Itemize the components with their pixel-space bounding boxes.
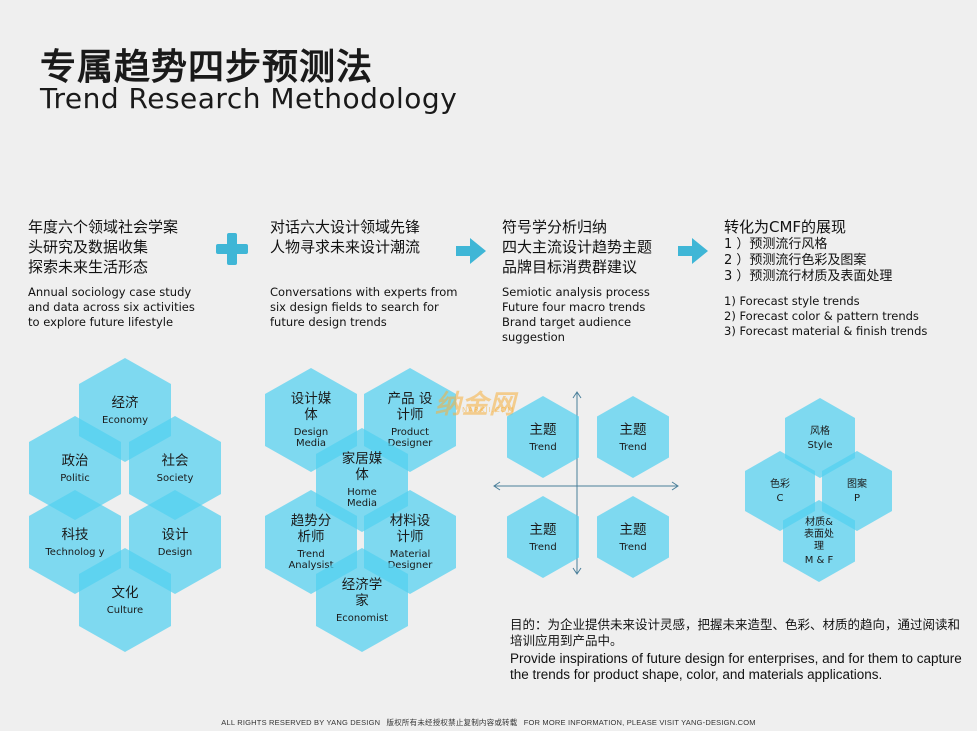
hex-label-cn: 色彩 [770, 478, 790, 490]
hex-label-en: Trend Analysist [288, 549, 334, 571]
footer-website: FOR MORE INFORMATION, PLEASE VISIT YANG-… [523, 718, 756, 727]
hex-label-en: C [776, 492, 784, 504]
hex-label-cn: 经济学 家 [341, 576, 383, 609]
step-3-en-line: Future four macro trends [502, 300, 646, 314]
footer: ALL RIGHTS RESERVED BY YANG DESIGN 版权所有未… [0, 717, 977, 728]
hex-label-cn: 主题 [619, 421, 647, 438]
step-2-cn-line: 对话六大设计领域先锋 [270, 218, 421, 236]
hex-label-en: Design [157, 546, 193, 558]
watermark-logo: 纳金网 [435, 390, 517, 420]
step-4-en-line: 3) Forecast material & finish trends [724, 324, 928, 338]
step-4-cn-line: 2 ）预测流行色彩及图案 [724, 253, 867, 268]
step-3: 符号学分析归纳 四大主流设计趋势主题 品牌目标消费群建议 Semiotic an… [502, 217, 652, 345]
step-3-en-line: suggestion [502, 330, 565, 344]
hex-label-cn: 经济 [111, 394, 139, 411]
step-1-cn-line: 年度六个领域社会学案 [28, 218, 179, 236]
hex-label-en: Culture [106, 604, 144, 616]
hex-label-en: Technolog y [45, 546, 105, 558]
step-4-en-line: 1) Forecast style trends [724, 294, 860, 308]
step-4-cn-line: 转化为CMF的展现 [724, 218, 847, 236]
hex-label-en: Trend [619, 541, 647, 553]
hex-label-cn: 主题 [529, 521, 557, 538]
hex-label-cn: 风格 [810, 425, 830, 437]
hex-label-en: Society [156, 472, 194, 484]
step-3-cn-line: 品牌目标消费群建议 [502, 258, 638, 276]
hex-label-en: Design Media [293, 427, 329, 449]
step-1-en-line: Annual sociology case study [28, 285, 192, 299]
step-2-en-line: Conversations with experts from [270, 285, 458, 299]
hex-label-cn: 设计媒 体 [290, 391, 332, 423]
hex-label-cn: 产品 设计师 [387, 391, 433, 423]
arrow-right-icon [456, 238, 486, 264]
step-3-cn-line: 符号学分析归纳 [502, 218, 608, 236]
hex-label-cn: 图案 [847, 478, 867, 490]
step-2: 对话六大设计领域先锋 人物寻求未来设计潮流 Conversations with… [270, 217, 457, 330]
step-2-en-line: future design trends [270, 315, 387, 329]
step-3-cn-line: 四大主流设计趋势主题 [502, 238, 653, 256]
hex-label-cn: 趋势分 析师 [290, 513, 332, 545]
step-4: 转化为CMF的展现 1 ）预测流行风格 2 ）预测流行色彩及图案 3 ）预测流行… [724, 217, 927, 339]
step-3-en-line: Brand target audience [502, 315, 632, 329]
step-1-cn-line: 头研究及数据收集 [28, 238, 149, 256]
hex-label-en: Trend [529, 541, 557, 553]
step-4-cn-line: 1 ）预测流行风格 [724, 237, 828, 252]
hex-label-cn: 政治 [61, 452, 89, 469]
hex-label-en: Trend [529, 441, 557, 453]
hex-label-cn: 主题 [619, 521, 647, 538]
step-2-cn-line: 人物寻求未来设计潮流 [270, 238, 421, 256]
hex-label-en: Politic [60, 472, 90, 484]
hex-label-en: P [853, 492, 861, 504]
hex-label-en: Trend [619, 441, 647, 453]
hex-label-cn: 文化 [111, 584, 139, 601]
step-3-en-line: Semiotic analysis process [502, 285, 650, 299]
hex-label-cn: 材质& 表面处 理 [804, 516, 834, 552]
hex-label-en: Product Designer [387, 427, 433, 449]
purpose-cn: 目的：为企业提供未来设计灵感，把握未来造型、色彩、材质的趋向，通过阅读和培训应用… [510, 617, 961, 648]
step-1-en-line: and data across six activities [28, 300, 195, 314]
step-2-en-line: six design fields to search for [270, 300, 439, 314]
step-1-en-line: to explore future lifestyle [28, 315, 174, 329]
hex-label-en: Economist [335, 612, 389, 624]
step-4-en-line: 2) Forecast color & pattern trends [724, 309, 919, 323]
hex-label-en: Style [807, 439, 833, 451]
step-4-cn-line: 3 ）预测流行材质及表面处理 [724, 269, 893, 284]
watermark-sub: NARKII.COM [462, 406, 515, 414]
hex-label-en: Economy [101, 414, 149, 426]
page-title-en: Trend Research Methodology [40, 82, 458, 115]
step-1: 年度六个领域社会学案 头研究及数据收集 探索未来生活形态 Annual soci… [28, 217, 195, 330]
footer-rights: ALL RIGHTS RESERVED BY YANG DESIGN [221, 718, 381, 727]
step-1-cn-line: 探索未来生活形态 [28, 258, 149, 276]
hex-label-cn: 社会 [161, 452, 189, 469]
hex-label-cn: 主题 [529, 421, 557, 438]
page-title-cn: 专属趋势四步预测法 [40, 47, 374, 88]
purpose-en: Provide inspirations of future design fo… [510, 651, 962, 682]
hex-label-cn: 家居媒 体 [341, 451, 383, 483]
hex-label-cn: 材料设 计师 [389, 513, 431, 545]
hex-label-en: Material Designer [387, 549, 433, 571]
hex-label-en: Home Media [346, 487, 378, 509]
arrow-right-icon [678, 238, 708, 264]
hex-material-finish: 材质& 表面处 理 M & F [783, 500, 855, 582]
hex-label-en: M & F [804, 554, 834, 566]
hex-label-cn: 设计 [161, 526, 189, 543]
footer-copyright-cn: 版权所有未经授权禁止复制内容或转载 [386, 718, 518, 727]
hex-label-cn: 科技 [61, 526, 89, 543]
plus-icon [216, 233, 248, 265]
hex-design-media: 设计媒 体 Design Media [265, 368, 357, 472]
